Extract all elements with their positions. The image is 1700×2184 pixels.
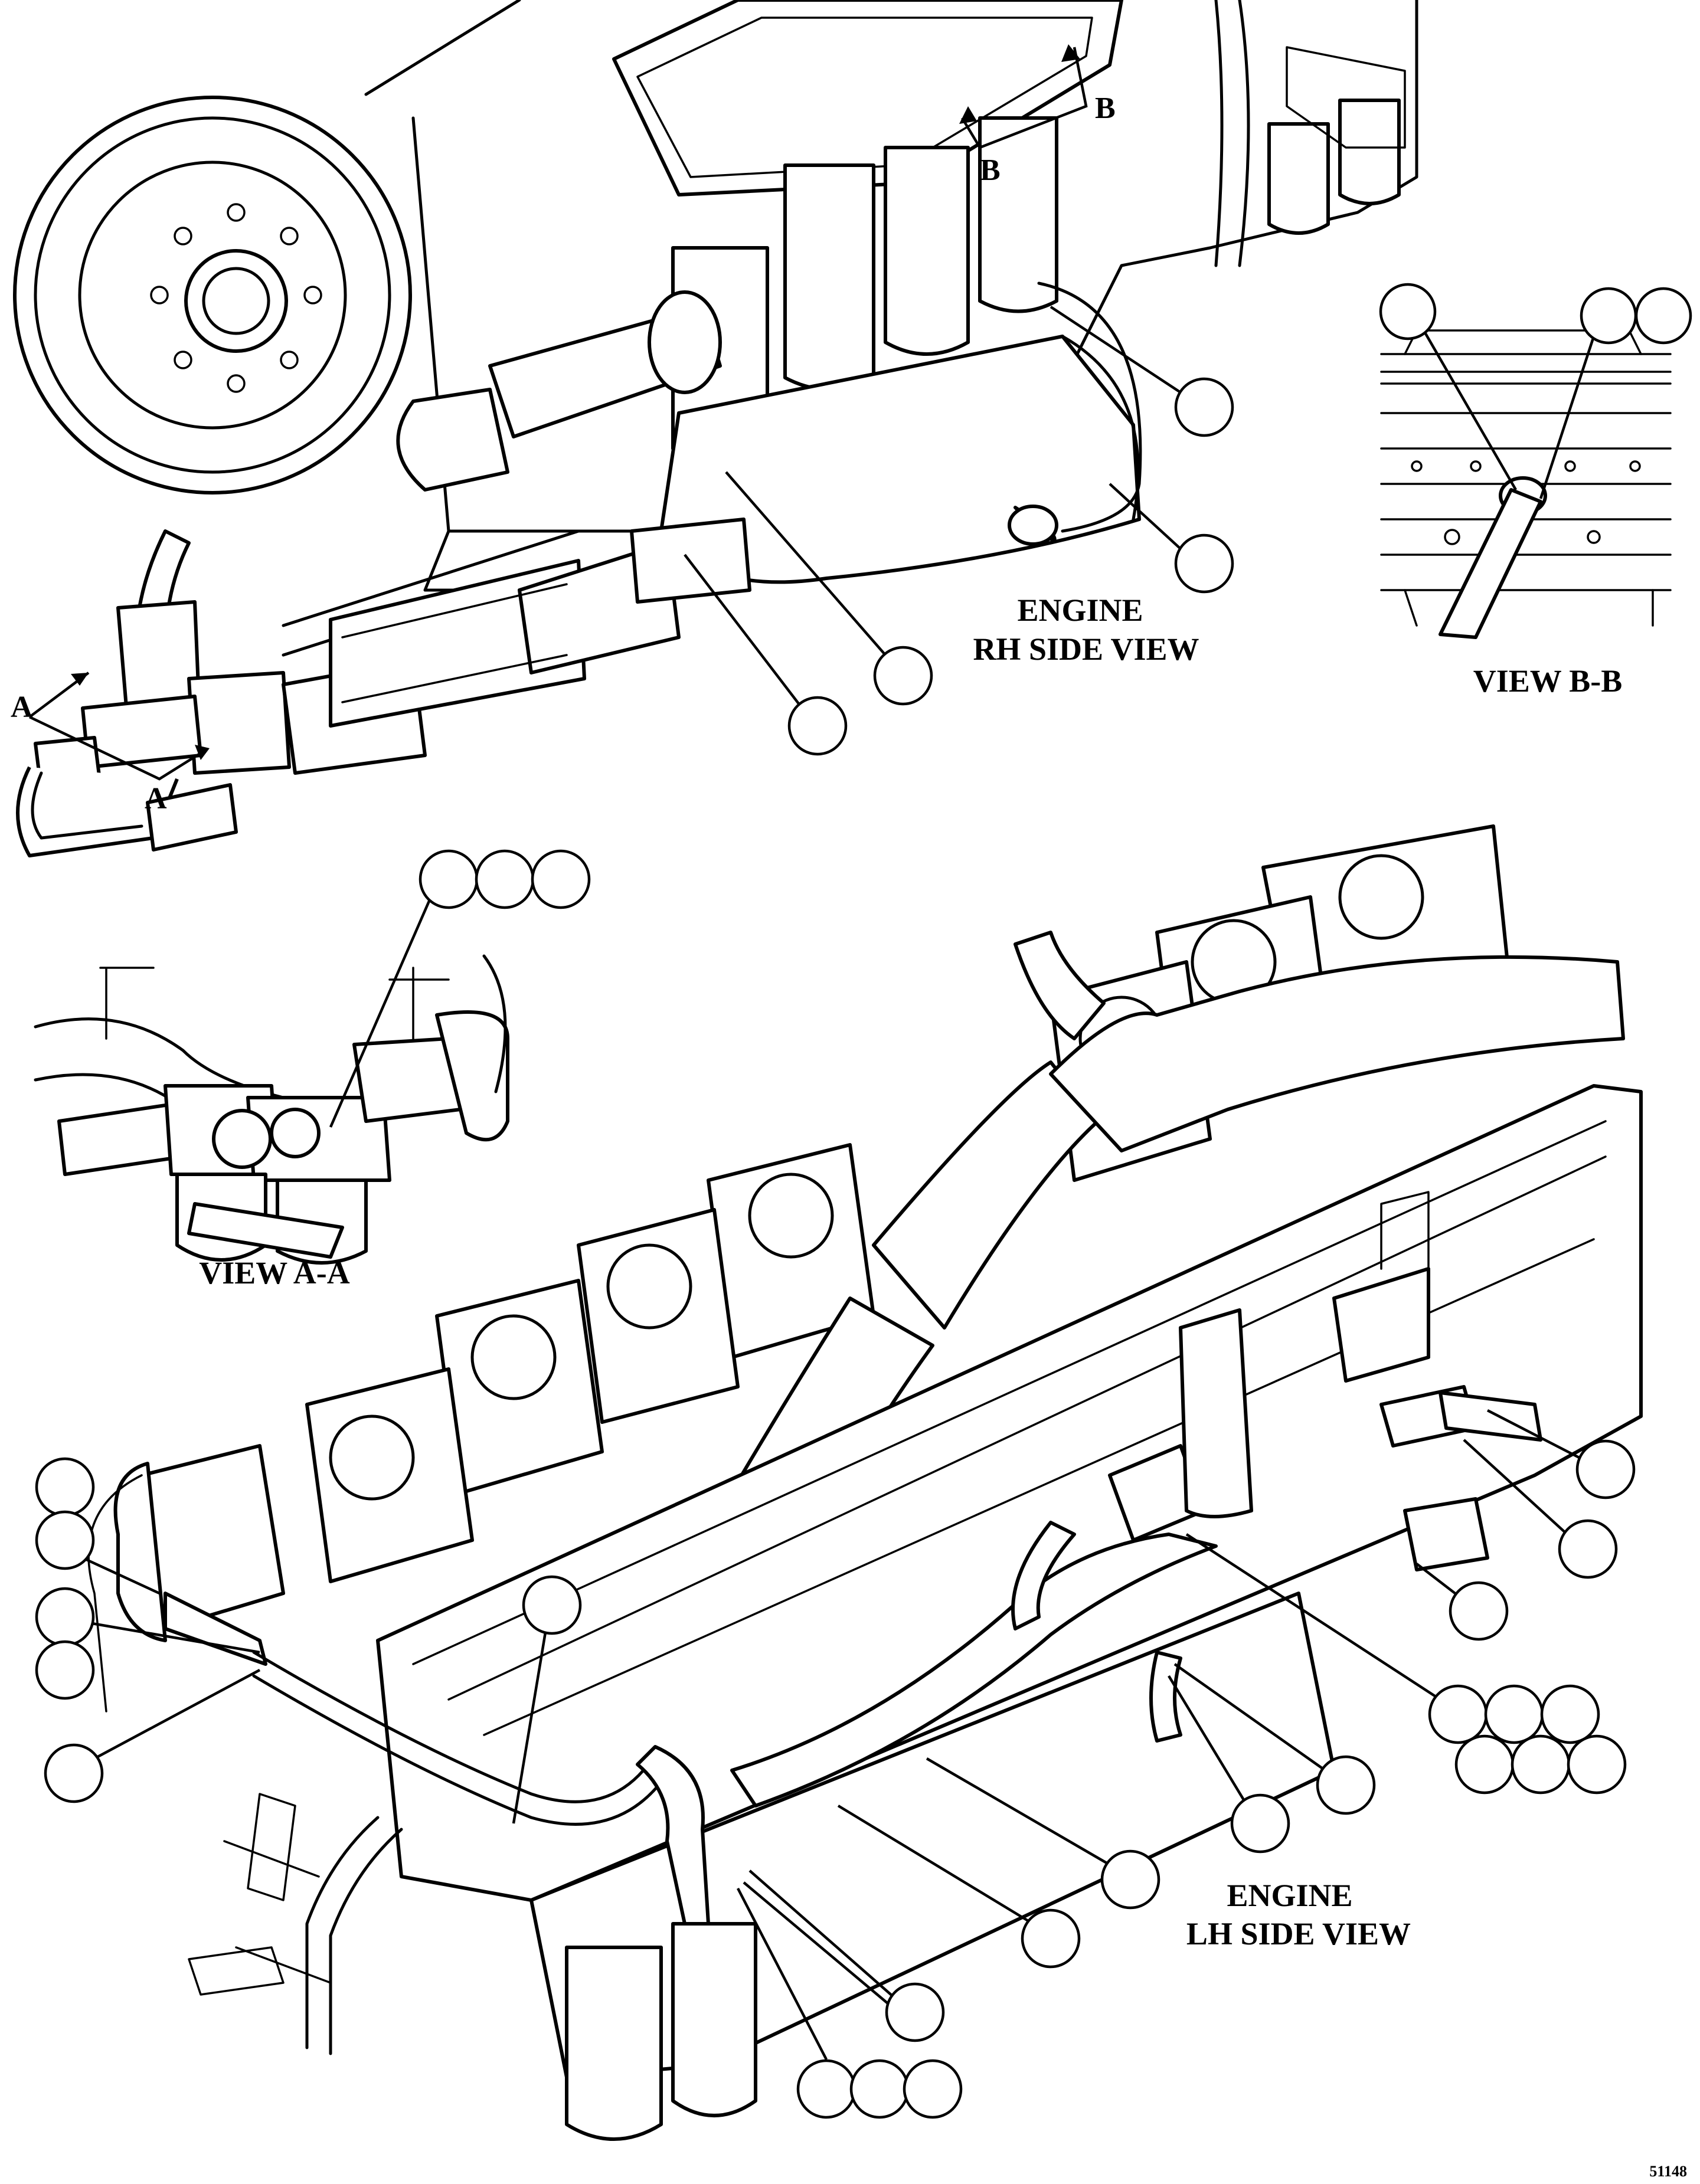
view-aa-drawing (34, 954, 509, 1265)
arrow-a-upper-icon (71, 673, 89, 686)
lh-side-engine-drawing (87, 824, 1643, 2141)
lh-view-title-line2: LH SIDE VIEW (1186, 1916, 1411, 1951)
callout-bubble (1316, 1755, 1376, 1815)
section-a-lower-label: A (145, 782, 167, 816)
lh-view-title-line1: ENGINE (1227, 1878, 1352, 1913)
callout-bubble (1379, 283, 1437, 340)
callout-bubble (522, 1575, 582, 1635)
view-bb-drawing (1380, 329, 1672, 639)
callout-bubble (1580, 287, 1637, 345)
callout-bubble (787, 696, 848, 756)
section-b-upper-label: B (1095, 91, 1116, 125)
callout-bubble (1484, 1684, 1544, 1744)
callout-bubble (1634, 287, 1692, 345)
callout-bubble (1540, 1684, 1600, 1744)
callout-bubble (35, 1457, 95, 1517)
callout-bubble (885, 1982, 945, 2042)
callout-bubble (1575, 1439, 1636, 1499)
callout-bubble (1449, 1581, 1509, 1641)
callout-bubble (35, 1640, 95, 1700)
view-aa-callouts (329, 849, 591, 1128)
callout-bubble (419, 849, 479, 909)
callout-bubble (1174, 533, 1234, 594)
section-a-upper-label: A (11, 690, 33, 724)
callout-bubble (1230, 1793, 1290, 1854)
callout-bubble (35, 1510, 95, 1570)
arrow-b-upper-icon (1061, 44, 1080, 62)
rh-view-title-line2: RH SIDE VIEW (973, 631, 1199, 667)
callout-bubble (1558, 1519, 1618, 1579)
callout-bubble (1454, 1734, 1515, 1795)
view-bb-label: VIEW B-B (1473, 663, 1623, 699)
callout-bubble (1511, 1734, 1571, 1795)
callout-bubble (1100, 1849, 1160, 1910)
callout-bubble (44, 1743, 104, 1803)
callout-bubble (796, 2059, 856, 2119)
callout-bubble (873, 646, 933, 706)
view-aa-label: VIEW A-A (199, 1255, 350, 1291)
rh-view-title-line1: ENGINE (1017, 592, 1143, 628)
callout-bubble (1174, 377, 1234, 437)
arrow-a-lower-icon (195, 745, 210, 760)
view-bb-callouts (1379, 283, 1692, 499)
section-b-marker: B B (959, 44, 1116, 187)
section-b-lower-label: B (980, 153, 1001, 187)
callout-bubble (1021, 1908, 1081, 1969)
rh-side-engine-drawing (13, 0, 1418, 857)
callout-bubble (849, 2059, 910, 2119)
figure-number: 51148 (1649, 2163, 1687, 2180)
callout-bubble (35, 1587, 95, 1647)
callout-bubble (903, 2059, 963, 2119)
callout-bubble (531, 849, 591, 909)
arrow-b-lower-icon (959, 106, 977, 124)
rh-side-callouts (684, 306, 1234, 756)
section-a-marker: A A (11, 672, 210, 816)
callout-bubble (475, 849, 535, 909)
lh-side-callouts (35, 1409, 1636, 2119)
callout-bubble (1567, 1734, 1627, 1795)
callout-bubble (1428, 1684, 1488, 1744)
